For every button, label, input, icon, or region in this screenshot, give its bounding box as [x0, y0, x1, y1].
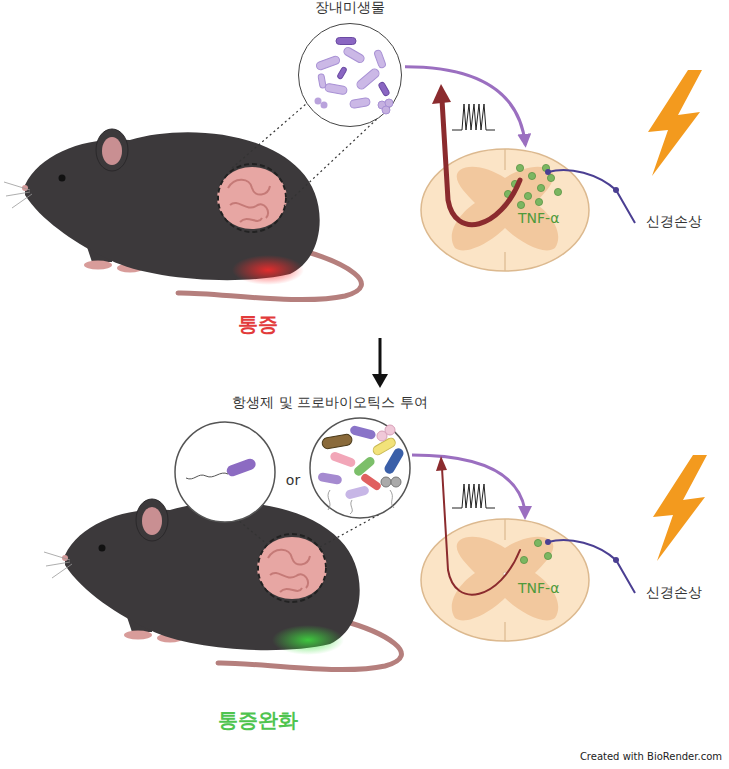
probiotic-circle	[310, 418, 410, 518]
microbiota-heading: 장내미생물	[315, 0, 385, 16]
probiotic-circle	[381, 477, 391, 487]
zoom-leader	[232, 104, 306, 168]
spinal-cord-shape	[613, 557, 619, 563]
microbiota-circle: 장내미생물	[298, 23, 402, 127]
action-potential	[452, 484, 495, 508]
spinal-cord-shape	[524, 192, 531, 199]
microbiota-drawing	[349, 97, 370, 108]
spinal-cord-shape	[544, 552, 551, 559]
pain-glow	[232, 255, 304, 285]
credit-watermark: Created with BioRender.com	[580, 751, 722, 763]
microbiota-drawing	[382, 106, 390, 114]
or-label: or	[286, 472, 300, 489]
transition-arrow	[372, 374, 388, 388]
injury-label: 신경손상	[646, 584, 702, 601]
microbiota-drawing	[315, 55, 340, 71]
spinal-cord-shape	[537, 184, 544, 191]
spinal-cord-shape	[516, 164, 523, 171]
cytokine-label: TNF-α	[518, 210, 559, 227]
microbiota-drawing	[320, 101, 327, 108]
microbiota-drawing	[336, 66, 346, 79]
spinal-cord: TNF-α	[420, 148, 590, 272]
microbiota-drawing	[324, 83, 347, 95]
probiotic-circle	[360, 472, 383, 491]
spinal-cord-shape	[420, 518, 590, 642]
spinal-cord-shape	[613, 187, 619, 193]
spinal-cord-shape	[535, 198, 542, 205]
microbiota-drawing	[336, 37, 356, 44]
spinal-cord-shape	[504, 149, 505, 170]
probiotic-circle	[321, 433, 352, 449]
probiotic-circle	[385, 425, 395, 435]
probiotic-circle	[328, 490, 394, 514]
microbiota-drawing	[314, 97, 321, 104]
probiotic-circle	[329, 451, 357, 468]
transition-arrow	[379, 338, 382, 376]
microbiota-drawing	[373, 49, 386, 68]
signal-arrow	[518, 506, 532, 520]
mouse-figure	[4, 129, 361, 300]
spinal-cord-shape	[520, 556, 527, 563]
probiotic-circle	[383, 446, 406, 475]
action-potential	[452, 104, 495, 130]
signal-arrow	[412, 455, 532, 520]
spinal-cord-shape	[548, 170, 635, 223]
transition-arrow	[372, 338, 388, 388]
antibiotic-circle	[175, 422, 275, 522]
spinal-cord-shape	[548, 540, 635, 593]
zoom-leader	[238, 514, 380, 547]
spinal-cord-shape	[436, 456, 447, 471]
probiotic-circle	[344, 485, 370, 500]
treatment-label: 항생제 및 프로바이오틱스 투여	[232, 394, 427, 411]
spinal-cord-shape	[504, 519, 505, 540]
zoom-leader	[238, 520, 268, 545]
relief-label: 통증완화	[218, 708, 298, 732]
spinal-cord-shape	[442, 100, 520, 225]
spinal-cord-shape	[554, 188, 561, 195]
cytokine-label: TNF-α	[518, 580, 559, 597]
microbiota-drawing	[377, 81, 389, 96]
spinal-cord-shape	[452, 537, 558, 621]
spinal-cord-shape	[432, 84, 451, 104]
spinal-cord-shape	[420, 148, 590, 272]
injury-bolt	[648, 70, 702, 176]
microbiota-drawing	[298, 23, 402, 127]
antibiotic-circle	[225, 457, 257, 478]
antibiotic-circle	[175, 422, 275, 522]
relief-glow	[272, 625, 344, 655]
mouse-figure	[44, 499, 401, 670]
probiotic-circle	[349, 425, 376, 440]
probiotic-circle	[391, 477, 401, 487]
spinal-cord-shape	[504, 252, 505, 271]
signal-arrow	[412, 455, 525, 510]
microbiota-drawing	[317, 73, 325, 88]
spinal-cord-shape	[545, 169, 551, 175]
spinal-cord-shape	[517, 201, 524, 208]
injury-bolt	[653, 455, 707, 561]
spinal-cord: TNF-α	[420, 518, 590, 642]
spinal-cord-shape	[504, 622, 505, 641]
spinal-cord-shape	[547, 174, 554, 181]
action-potential	[452, 104, 495, 130]
spinal-cord-shape	[534, 539, 541, 546]
signal-arrow	[405, 67, 525, 145]
spinal-cord-shape	[442, 468, 520, 595]
spinal-cord-shape	[528, 172, 535, 179]
injury-label: 신경손상	[646, 213, 702, 230]
action-potential	[452, 484, 495, 508]
antibiotic-circle	[186, 473, 228, 479]
zoom-leader	[320, 514, 380, 547]
microbiota-drawing	[342, 46, 365, 64]
spinal-cord-shape	[545, 539, 551, 545]
probiotic-circle	[317, 472, 342, 485]
probiotic-circle	[310, 418, 410, 518]
pain-label: 통증	[238, 312, 278, 336]
microbiota-drawing	[355, 67, 381, 91]
